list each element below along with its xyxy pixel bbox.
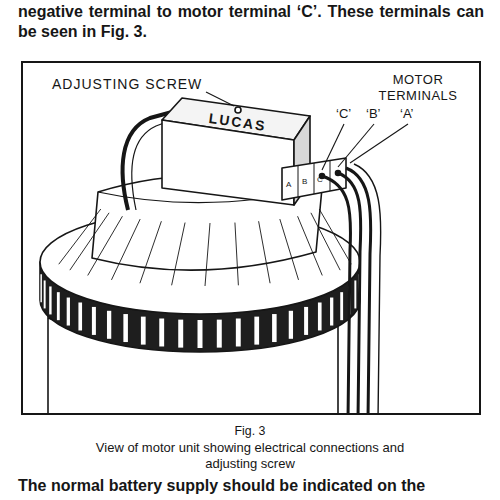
terminal-letter: ‘B’	[366, 106, 380, 122]
terminal-cables	[322, 164, 381, 413]
part-label: MOTOR TERMINALS	[372, 72, 464, 105]
adjusting-screw	[235, 107, 241, 113]
figure-caption: Fig. 3	[0, 424, 500, 439]
terminal-marking: A	[286, 180, 291, 190]
part-label: ADJUSTING SCREW	[52, 76, 202, 94]
motor-cover	[40, 175, 360, 314]
switch-housing	[162, 98, 310, 205]
leader-line	[206, 92, 408, 170]
body-text: The normal battery supply should be indi…	[18, 476, 488, 496]
terminal-marking: B	[302, 177, 307, 187]
figure-frame	[22, 62, 480, 414]
terminal-letter: ‘C’	[336, 106, 351, 122]
terminal-block	[282, 158, 346, 200]
terminal-letter: ‘A’	[400, 106, 413, 122]
body-text: negative terminal to motor terminal ‘C’.…	[18, 2, 484, 42]
cover-ribs	[59, 209, 351, 286]
figure-description: View of motor unit showing electrical co…	[80, 440, 420, 473]
terminal-marking: C	[317, 175, 323, 185]
